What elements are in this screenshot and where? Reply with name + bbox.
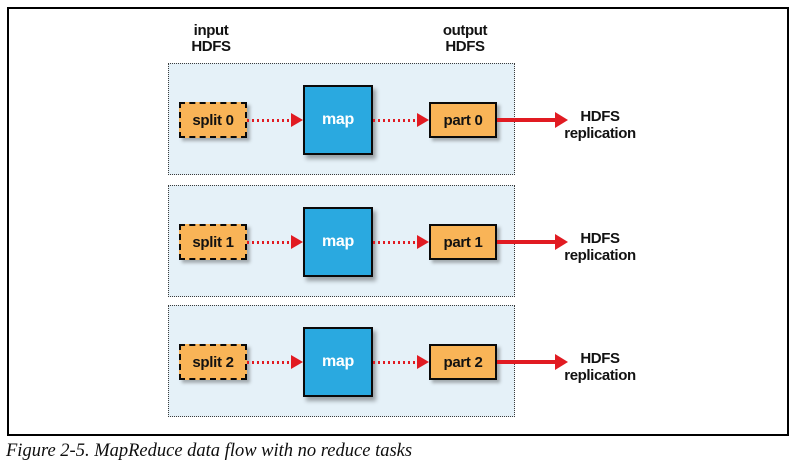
hdfs-replication-line2: replication [564, 367, 636, 384]
column-header-output-hdfs: output HDFS [420, 23, 510, 55]
dotted-arrow-shaft [247, 241, 292, 244]
dotted-arrow-shaft [373, 241, 418, 244]
hdfs-replication-line1: HDFS [580, 350, 620, 367]
dotted-arrow-icon [247, 235, 303, 249]
arrowhead-icon [417, 235, 429, 249]
solid-arrow-icon [497, 112, 568, 128]
figure-caption: Figure 2-5. MapReduce data flow with no … [6, 441, 413, 461]
solid-arrow-shaft [497, 118, 555, 122]
split-label: split 2 [192, 353, 234, 371]
part-box-2: part 2 [429, 344, 497, 380]
hdfs-replication-line1: HDFS [580, 230, 620, 247]
hdfs-replication-line1: HDFS [580, 108, 620, 125]
dotted-arrow-shaft [373, 119, 418, 122]
dotted-arrow-icon [247, 355, 303, 369]
arrowhead-icon [555, 234, 568, 250]
map-label: map [322, 111, 354, 128]
map-label: map [322, 353, 354, 370]
column-header-input-line2: HDFS [191, 38, 231, 55]
hdfs-replication-label-2: HDFS replication [557, 350, 643, 384]
dotted-arrow-icon [373, 235, 429, 249]
dotted-arrow-icon [373, 113, 429, 127]
dotted-arrow-shaft [247, 361, 292, 364]
map-box-2: map [303, 327, 373, 397]
column-header-output-line2: HDFS [445, 38, 485, 55]
split-box-0: split 0 [179, 102, 247, 138]
hdfs-replication-label-0: HDFS replication [557, 108, 643, 142]
map-task-panel-0: split 0 map part 0 HDFS replication [168, 63, 636, 175]
map-label: map [322, 233, 354, 250]
column-header-input-line1: input [193, 22, 229, 39]
map-box-1: map [303, 207, 373, 277]
solid-arrow-shaft [497, 360, 555, 364]
split-label: split 1 [192, 233, 234, 251]
arrowhead-icon [417, 355, 429, 369]
hdfs-replication-line2: replication [564, 125, 636, 142]
arrowhead-icon [555, 112, 568, 128]
dotted-arrow-shaft [373, 361, 418, 364]
part-label: part 0 [443, 111, 483, 129]
arrowhead-icon [555, 354, 568, 370]
split-label: split 0 [192, 111, 234, 129]
hdfs-replication-label-1: HDFS replication [557, 230, 643, 264]
column-header-output-line1: output [442, 22, 488, 39]
hdfs-replication-line2: replication [564, 247, 636, 264]
split-box-2: split 2 [179, 344, 247, 380]
arrowhead-icon [417, 113, 429, 127]
split-box-1: split 1 [179, 224, 247, 260]
map-box-0: map [303, 85, 373, 155]
column-header-input-hdfs: input HDFS [166, 23, 256, 55]
map-task-panel-2: split 2 map part 2 HDFS replication [168, 305, 636, 417]
solid-arrow-icon [497, 234, 568, 250]
part-label: part 2 [443, 353, 483, 371]
dotted-arrow-shaft [247, 119, 292, 122]
arrowhead-icon [291, 235, 303, 249]
solid-arrow-shaft [497, 240, 555, 244]
dotted-arrow-icon [373, 355, 429, 369]
part-label: part 1 [443, 233, 483, 251]
dotted-arrow-icon [247, 113, 303, 127]
arrowhead-icon [291, 355, 303, 369]
arrowhead-icon [291, 113, 303, 127]
part-box-0: part 0 [429, 102, 497, 138]
map-task-panel-1: split 1 map part 1 HDFS replication [168, 185, 636, 297]
part-box-1: part 1 [429, 224, 497, 260]
solid-arrow-icon [497, 354, 568, 370]
